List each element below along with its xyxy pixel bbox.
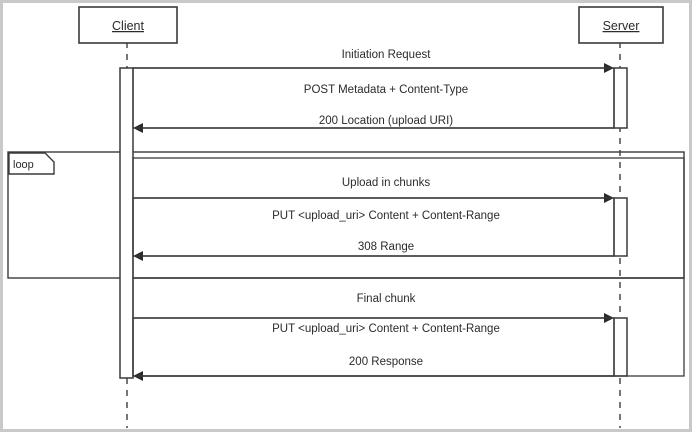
loop-fragment-label: loop [13, 159, 34, 171]
activation-server-chunk [613, 197, 628, 257]
participant-box-server[interactable] [578, 6, 664, 44]
activation-server-final [613, 317, 628, 377]
message-box-final-chunk [132, 317, 615, 377]
participant-label-server: Server [603, 19, 640, 33]
activation-server-initiation [613, 67, 628, 129]
message-label-put-final: PUT <upload_uri> Content + Content-Range [272, 323, 500, 335]
group-title-upload-chunks: Upload in chunks [342, 177, 430, 189]
message-box-initiation [132, 67, 615, 129]
message-label-200-location: 200 Location (upload URI) [319, 115, 453, 127]
participant-label-client: Client [112, 19, 144, 33]
message-label-post-metadata: POST Metadata + Content-Type [304, 84, 468, 96]
message-box-upload-chunks [132, 197, 615, 257]
group-title-initiation: Initiation Request [342, 49, 432, 61]
participant-box-client[interactable] [78, 6, 178, 44]
message-label-put-chunk: PUT <upload_uri> Content + Content-Range [272, 210, 500, 222]
activation-client [119, 67, 134, 379]
message-label-200-response: 200 Response [349, 356, 423, 368]
group-title-final-chunk: Final chunk [357, 293, 416, 305]
loop-fragment-tab [8, 152, 55, 175]
message-label-308-range: 308 Range [358, 241, 414, 253]
